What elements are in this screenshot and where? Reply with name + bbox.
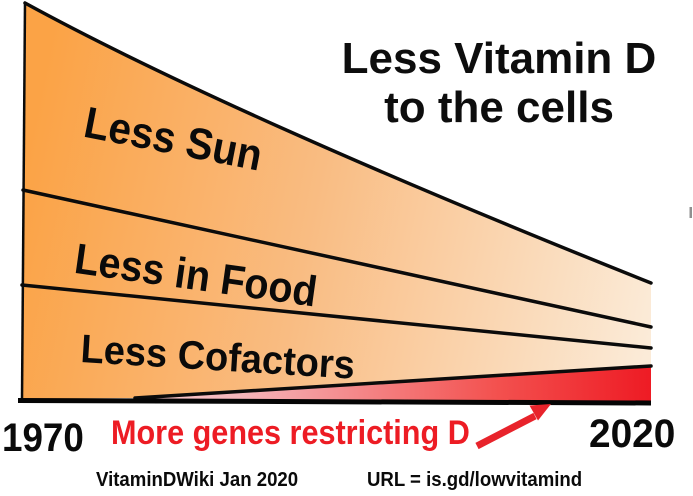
arrow-shaft — [475, 412, 537, 450]
year-end-label: 2020 — [589, 412, 676, 456]
year-start-label: 1970 — [2, 416, 84, 460]
wedge-less-cofactors — [22, 285, 651, 399]
footer-source: VitaminDWiki Jan 2020 — [96, 469, 299, 491]
outline-top-edge — [23, 1, 653, 285]
chart-title: Less Vitamin D to the cells — [329, 34, 669, 133]
title-line2: to the cells — [384, 82, 614, 132]
outline-red-wedge-top — [133, 364, 653, 400]
footer-url: URL = is.gd/lowvitamind — [367, 469, 583, 491]
annotation-arrow-icon — [475, 404, 551, 450]
baseline — [17, 398, 652, 406]
artifact-dash — [689, 207, 692, 218]
outline-divider-food-cofactors — [20, 283, 653, 350]
outline-left-edge — [20, 1, 27, 400]
outline-divider-sun-food — [21, 188, 653, 329]
arrow-head — [529, 404, 551, 421]
title-line1: Less Vitamin D — [341, 34, 657, 83]
wedge-less-in-food — [22, 190, 651, 348]
label-more-genes-restricting-d: More genes restricting D — [111, 414, 470, 452]
wedge-less-sun — [23, 3, 651, 327]
